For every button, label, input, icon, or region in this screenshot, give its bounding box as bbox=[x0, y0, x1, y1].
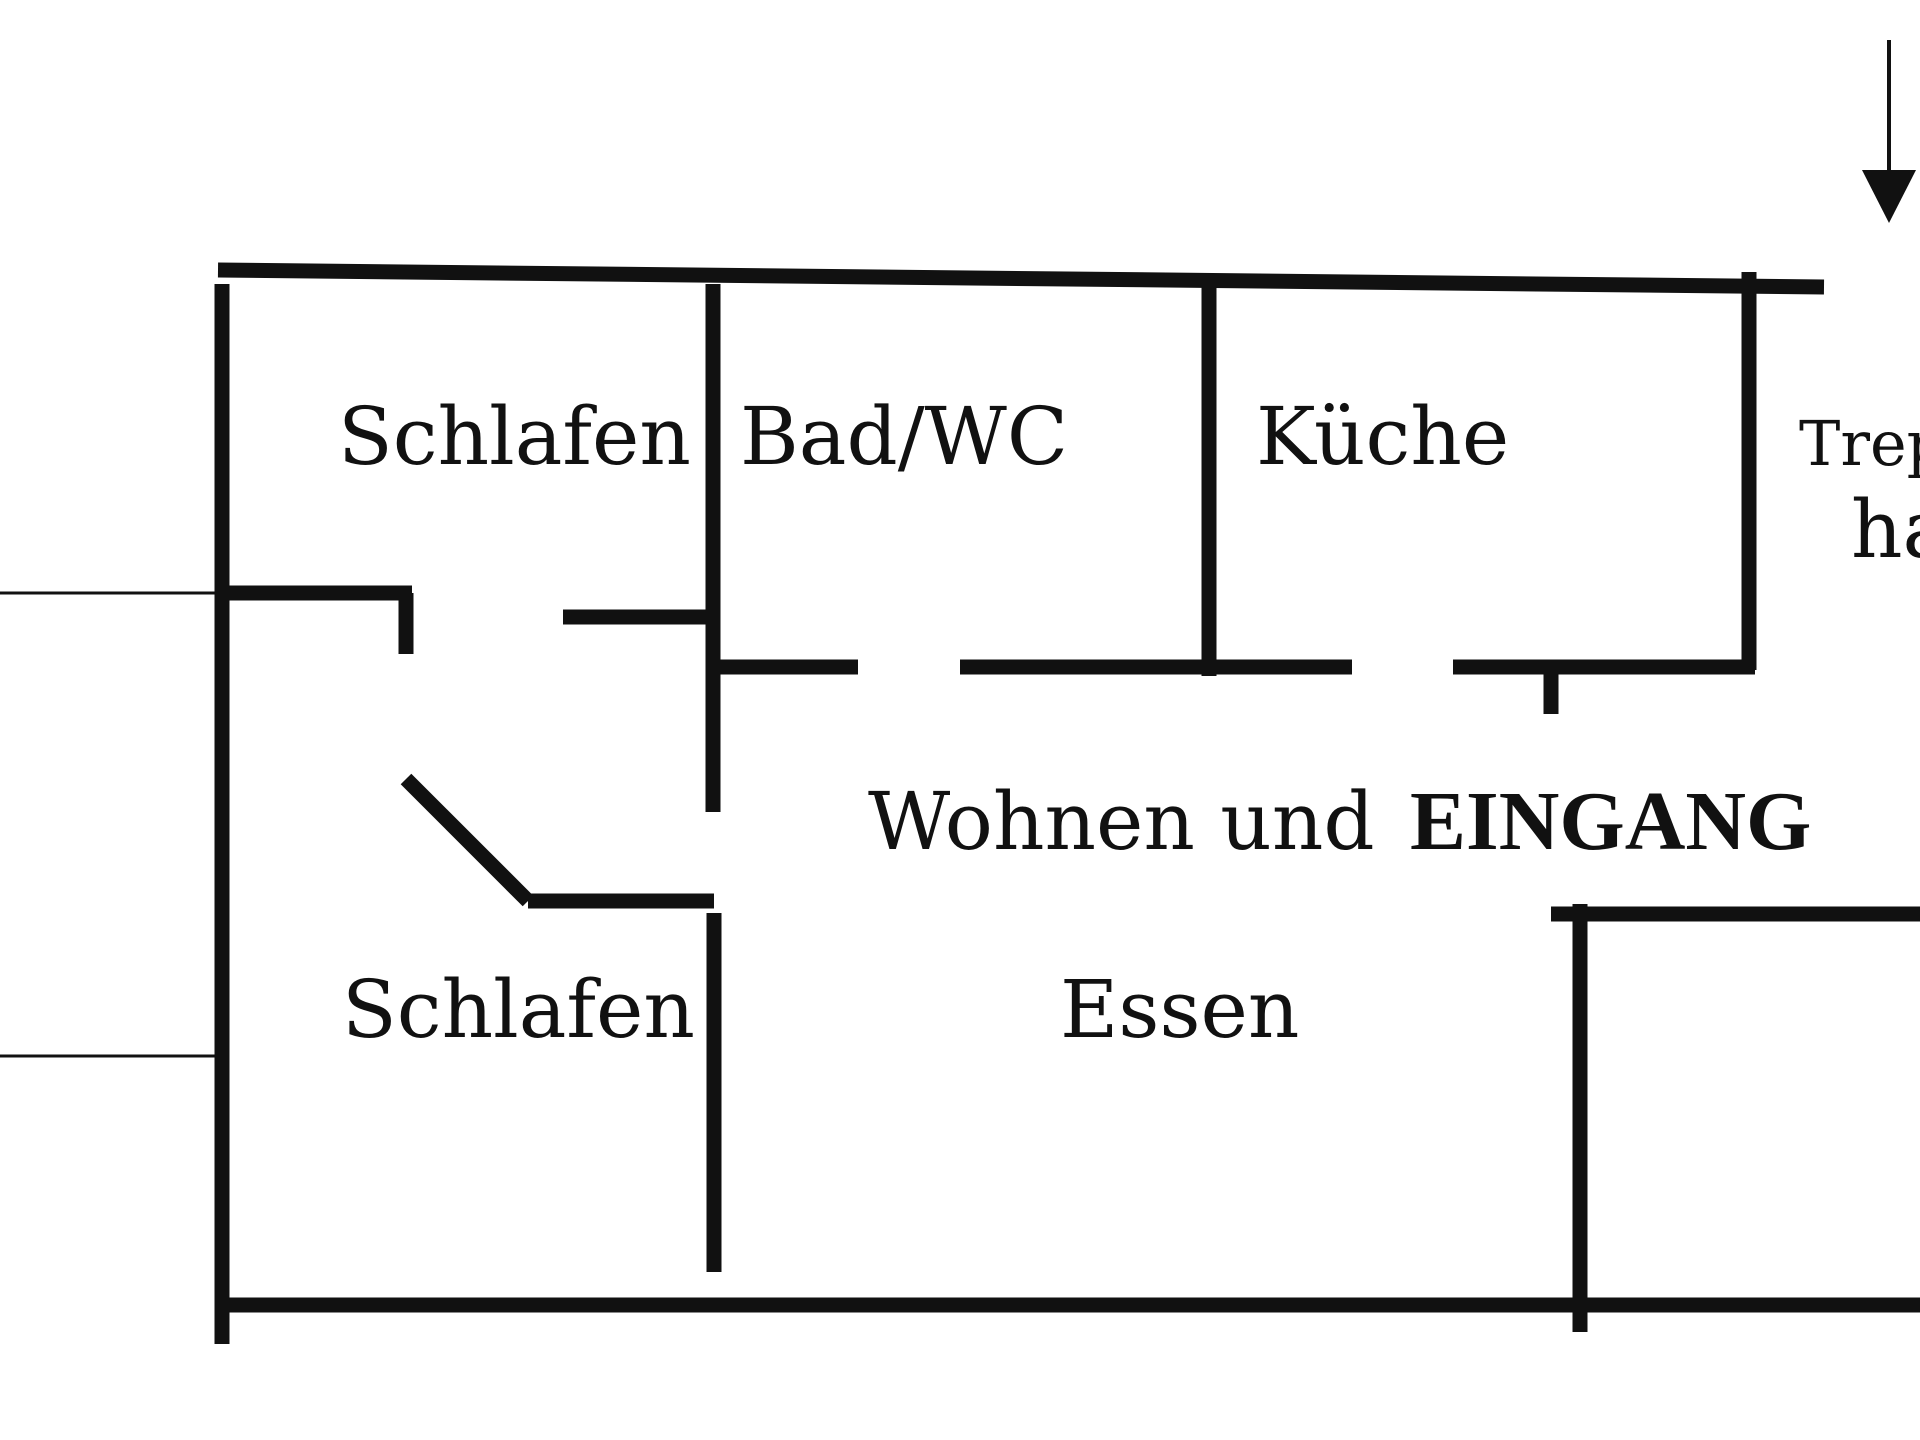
door-swing-schlafen-bottom bbox=[400, 773, 534, 907]
arrow-down-icon bbox=[1862, 40, 1916, 223]
room-label-essen: Essen bbox=[1060, 963, 1299, 1056]
room-label-schlafen-bottom: Schlafen bbox=[342, 963, 695, 1056]
room-label-schlafen-top: Schlafen bbox=[338, 390, 691, 483]
room-label-kueche: Küche bbox=[1256, 390, 1509, 483]
outer-wall-top bbox=[217, 262, 1825, 295]
walls bbox=[214, 262, 1920, 1344]
room-label-bad-wc: Bad/WC bbox=[740, 390, 1068, 483]
exterior-lines bbox=[0, 591, 218, 1058]
room-label-wohnen: Wohnen und bbox=[868, 775, 1375, 868]
room-label-treppenhaus-line2: ha bbox=[1851, 483, 1920, 576]
entrance-label: EINGANG bbox=[1410, 775, 1811, 868]
room-label-treppenhaus-line1: Trep bbox=[1799, 407, 1920, 480]
